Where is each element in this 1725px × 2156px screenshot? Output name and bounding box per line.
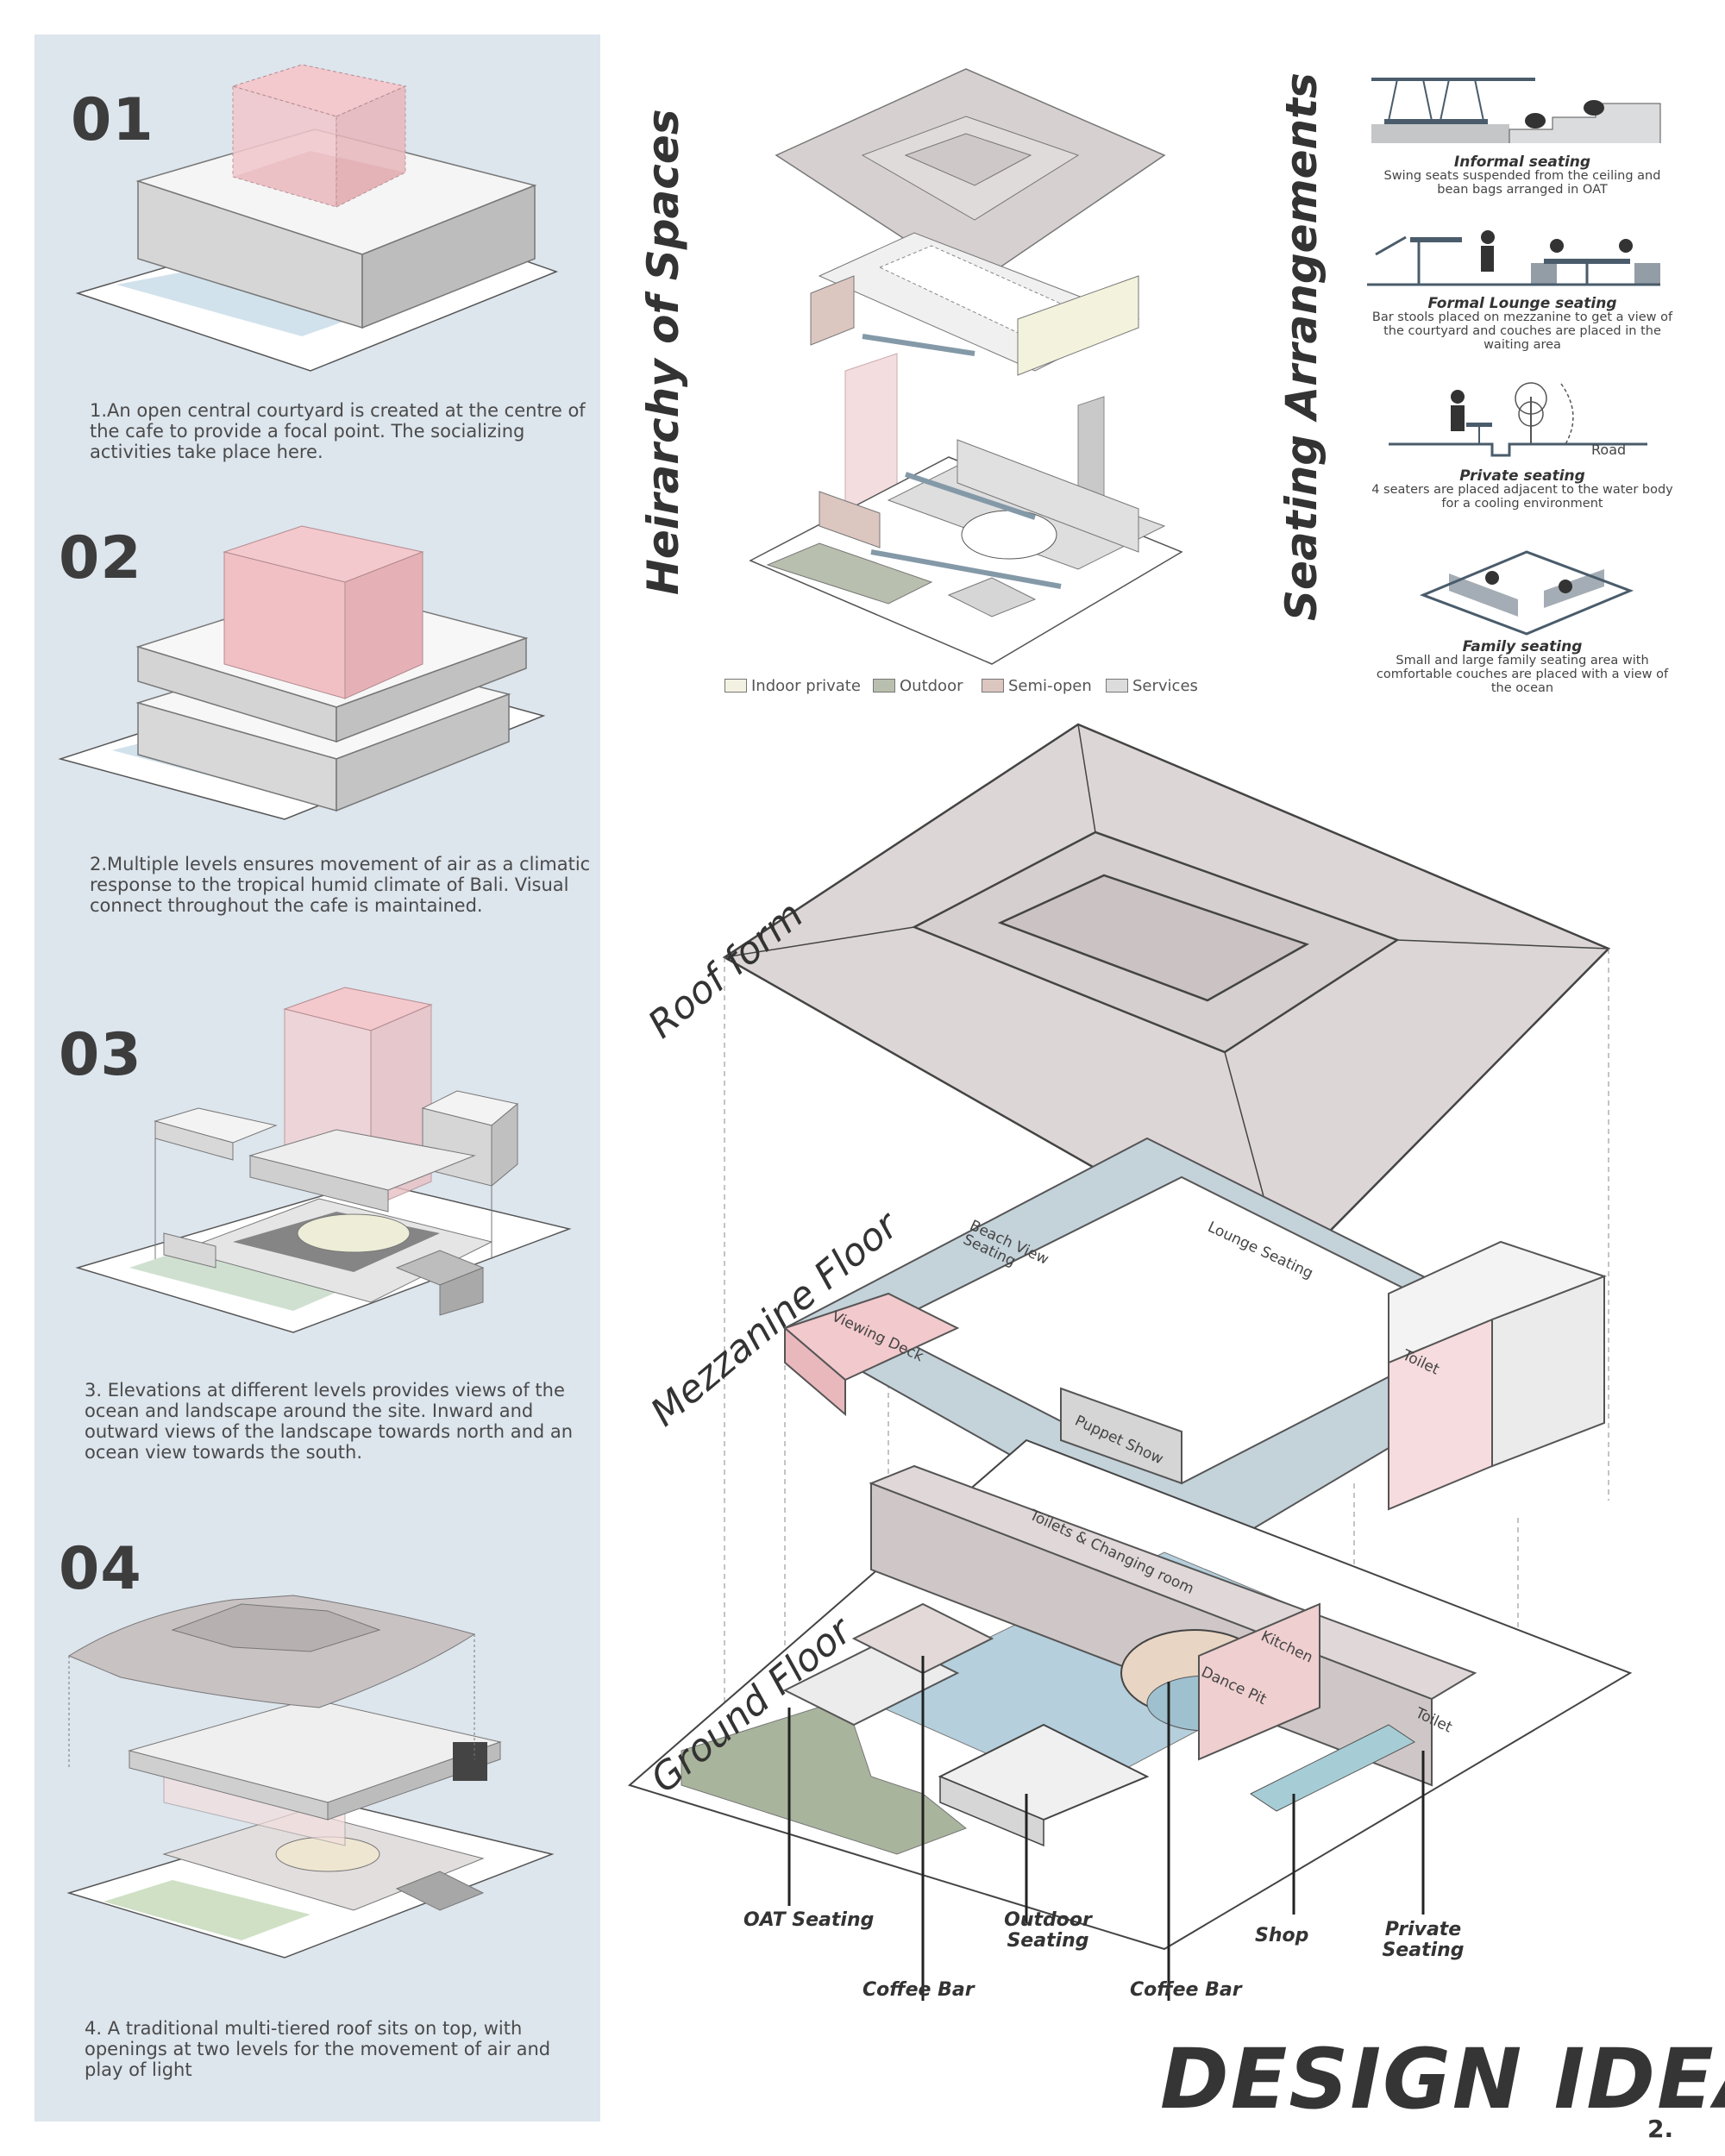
- formal-seating-desc: Bar stools placed on mezzanine to get a …: [1371, 310, 1673, 352]
- private-seating-sketch: [1389, 382, 1647, 457]
- legend-swatch: [982, 679, 1004, 693]
- page-number: 2.: [1647, 2115, 1674, 2143]
- legend-swatch: [873, 679, 895, 693]
- informal-seating-sketch: [1371, 78, 1661, 143]
- coffee-bar-callout-1: Coffee Bar: [862, 1979, 975, 2001]
- legend-label: Services: [1132, 677, 1198, 695]
- step-3-text: 3. Elevations at different levels provid…: [85, 1380, 574, 1463]
- design-idea-title: DESIGN IDEA: [1160, 2031, 1725, 2128]
- hierarchy-diagram: [749, 68, 1183, 665]
- road-label: Road: [1591, 442, 1627, 458]
- legend-swatch: [724, 679, 747, 693]
- legend-indoor-private: Indoor private: [724, 677, 861, 695]
- oat-seating-callout: OAT Seating: [743, 1909, 875, 1931]
- step-2-number: 02: [59, 524, 142, 592]
- legend-label: Indoor private: [751, 677, 861, 695]
- family-seating-sketch: [1419, 550, 1634, 636]
- private-seating-title: Private seating: [1459, 467, 1585, 485]
- family-seating-desc: Small and large family seating area with…: [1376, 654, 1669, 695]
- step-3-number: 03: [59, 1021, 142, 1089]
- outdoor-grass: [681, 1698, 967, 1855]
- exploded-axonometric: [627, 723, 1633, 2001]
- seating-title: Seating Arrangements: [1276, 72, 1327, 621]
- step-2-diagram: [58, 525, 546, 820]
- step-1-diagram: [75, 64, 559, 372]
- informal-seating-desc: Swing seats suspended from the ceiling a…: [1383, 169, 1661, 197]
- legend-swatch: [1106, 679, 1128, 693]
- legend-label: Semi-open: [1008, 677, 1092, 695]
- formal-seating-title: Formal Lounge seating: [1427, 295, 1617, 312]
- legend-outdoor: Outdoor: [873, 677, 963, 695]
- coffee-bar-callout-2: Coffee Bar: [1130, 1979, 1242, 2001]
- family-seating-title: Family seating: [1462, 638, 1583, 655]
- step-3-diagram: [75, 987, 572, 1333]
- outdoor-seating-callout: Outdoor Seating: [1004, 1909, 1092, 1952]
- step-2-text: 2.Multiple levels ensures movement of ai…: [90, 854, 591, 916]
- step-4-text: 4. A traditional multi-tiered roof sits …: [85, 2018, 551, 2080]
- legend-label: Outdoor: [900, 677, 963, 695]
- private-water: [1250, 1724, 1415, 1812]
- step-4-number: 04: [59, 1535, 142, 1603]
- private-seating-callout: Private Seating: [1382, 1919, 1465, 1961]
- hierarchy-title: Heirarchy of Spaces: [638, 109, 688, 595]
- puppet-show: [1060, 1387, 1182, 1485]
- step-1-text: 1.An open central courtyard is created a…: [90, 400, 586, 462]
- legend-semi-open: Semi-open: [982, 677, 1092, 695]
- private-seating-desc: 4 seaters are placed adjacent to the wat…: [1371, 483, 1673, 511]
- informal-seating-title: Informal seating: [1453, 154, 1591, 171]
- formal-seating-sketch: [1367, 230, 1660, 286]
- step-1-number: 01: [71, 86, 154, 154]
- legend-services: Services: [1106, 677, 1198, 695]
- step-4-diagram: [66, 1595, 555, 1959]
- shop-callout: Shop: [1255, 1925, 1309, 1946]
